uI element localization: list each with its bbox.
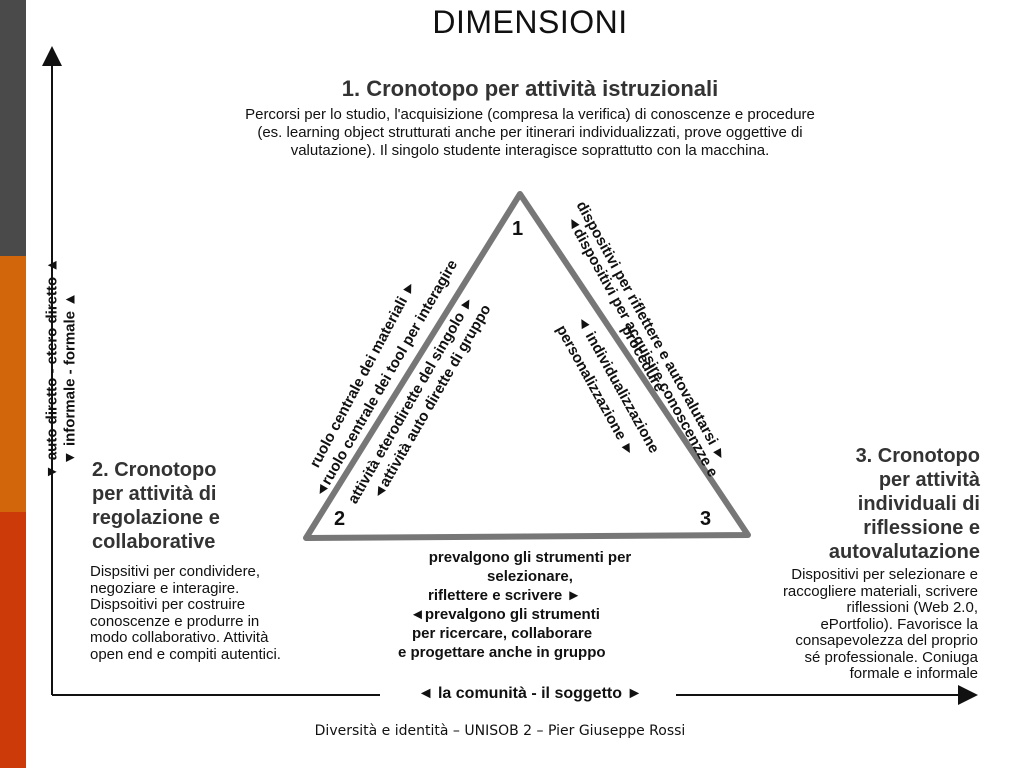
section3-desc-line: consapevolezza del proprio (795, 632, 978, 649)
section2-desc-line: open end e compiti autentici. (90, 645, 281, 663)
section2-desc-line: negoziare e interagire. (90, 579, 240, 597)
bottom-text-line: ◄prevalgono gli strumenti (410, 606, 600, 623)
triangle-shape (303, 191, 751, 541)
section3-desc-line: sé professionale. Coniuga (804, 648, 978, 666)
section3-title-line: autovalutazione (828, 541, 980, 563)
section3-title-line: 3. Cronotopo (855, 445, 980, 467)
triangle-corner-2: 2 (334, 508, 346, 530)
triangle-corner-3: 3 (700, 508, 712, 530)
horizontal-axis-label: ◄ la comunità - il soggetto ► (390, 685, 670, 703)
bottom-text-line: e progettare anche in gruppo (398, 644, 606, 661)
section2-title-line: 2. Cronotopo (92, 459, 217, 481)
section2-desc-line: conoscenze e produrre in (90, 612, 260, 630)
section2-desc-line: Dispsitivi per condividere, (90, 563, 261, 580)
section3-description: Dispositivi per selezionare e raccoglier… (720, 566, 978, 683)
page-title: DIMENSIONI (432, 4, 628, 40)
bottom-text-line: riflettere e scrivere ► (428, 587, 582, 604)
side-band-dark (0, 0, 26, 256)
section2-title-line: per attività di (92, 483, 217, 505)
section2-description: Dispsitivi per condividere, negoziare e … (90, 563, 350, 663)
side-band-red (0, 512, 26, 768)
vertical-axis-label-formality: ▼ informale - formale ▲ (61, 291, 79, 466)
section1-desc-line: valutazione). Il singolo studente intera… (290, 142, 770, 159)
section3-title: 3. Cronotopo per attività individuali di… (770, 444, 980, 564)
section1-title: 1. Cronotopo per attività istruzionali (341, 76, 719, 101)
section3-desc-line: Dispositivi per selezionare e (791, 566, 978, 583)
section2-desc-line: modo collaborativo. Attività (90, 629, 269, 646)
section3-desc-line: formale e informale (849, 665, 978, 682)
section2-title-line: collaborative (92, 531, 216, 553)
bottom-text-line: per ricercare, collaborare (412, 625, 593, 642)
section3-title-line: individuali di (857, 493, 980, 515)
section1-desc-line: Percorsi per lo studio, l'acquisizione (… (245, 106, 815, 123)
section1-description: Percorsi per lo studio, l'acquisizione (… (200, 106, 860, 160)
bottom-text-line: prevalgono gli strumenti per (428, 549, 632, 566)
section2-title: 2. Cronotopo per attività di regolazione… (92, 458, 292, 554)
section2-desc-line: Dispsoitivi per costruire (90, 596, 246, 613)
footer-text: Diversità e identità – UNISOB 2 – Pier G… (314, 723, 686, 739)
section2-title-line: regolazione e (92, 507, 220, 529)
section1-desc-line: (es. learning object strutturati anche p… (257, 124, 803, 141)
triangle-bottom-text: prevalgono gli strumenti per selezionare… (380, 548, 680, 662)
section3-desc-line: riflessioni (Web 2.0, (846, 599, 978, 616)
triangle-corner-1: 1 (512, 218, 524, 240)
vertical-axis-label-direction: ▼ auto diretto - etero diretto ▲ (43, 257, 61, 480)
section3-title-line: riflessione e (863, 517, 980, 539)
side-band-orange (0, 256, 26, 512)
section3-title-line: per attività (878, 469, 980, 491)
section3-desc-line: ePortfolio). Favorisce la (820, 615, 978, 633)
section3-desc-line: raccogliere materiali, scrivere (782, 582, 978, 600)
bottom-text-line: selezionare, (487, 568, 573, 585)
